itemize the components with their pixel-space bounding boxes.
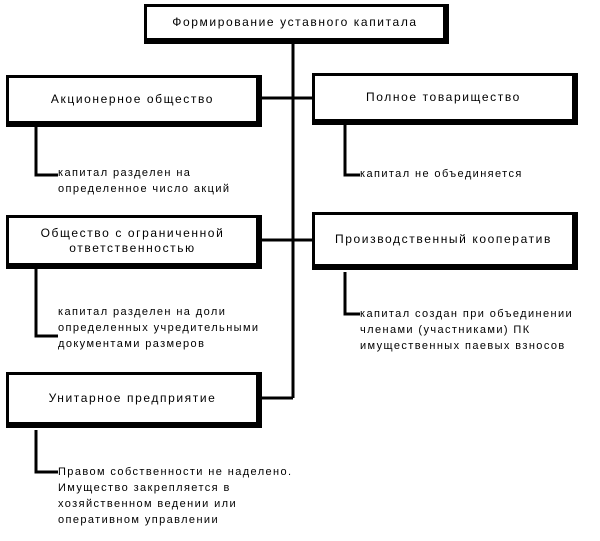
box-title: Общество с ограниченной ответственностью	[40, 225, 225, 255]
box-production-cooperative: Производственный кооператив	[312, 212, 578, 270]
box-title: Унитарное предприятие	[48, 391, 217, 405]
root-box: Формирование уставного капитала	[144, 4, 449, 44]
box-title: Полное товарищество	[366, 90, 521, 104]
box-general-partnership: Полное товарищество	[312, 73, 578, 125]
note-general-partnership: капитал не объединяется	[360, 168, 523, 180]
note-joint-stock-company: капитал разделен на определенное число а…	[58, 167, 231, 195]
box-llc: Общество с ограниченной ответственностью	[6, 215, 262, 269]
note-llc: капитал разделен на доли определенных уч…	[58, 306, 260, 350]
box-joint-stock-company: Акционерное общество	[6, 75, 262, 127]
box-title: Акционерное общество	[50, 92, 215, 106]
box-unitary-enterprise: Унитарное предприятие	[6, 372, 262, 428]
note-unitary-enterprise: Правом собственности не наделено. Имущес…	[58, 466, 293, 526]
box-title: Производственный кооператив	[335, 232, 552, 246]
note-production-cooperative: капитал создан при объединении членами (…	[360, 308, 574, 352]
root-label: Формирование уставного капитала	[172, 15, 418, 29]
